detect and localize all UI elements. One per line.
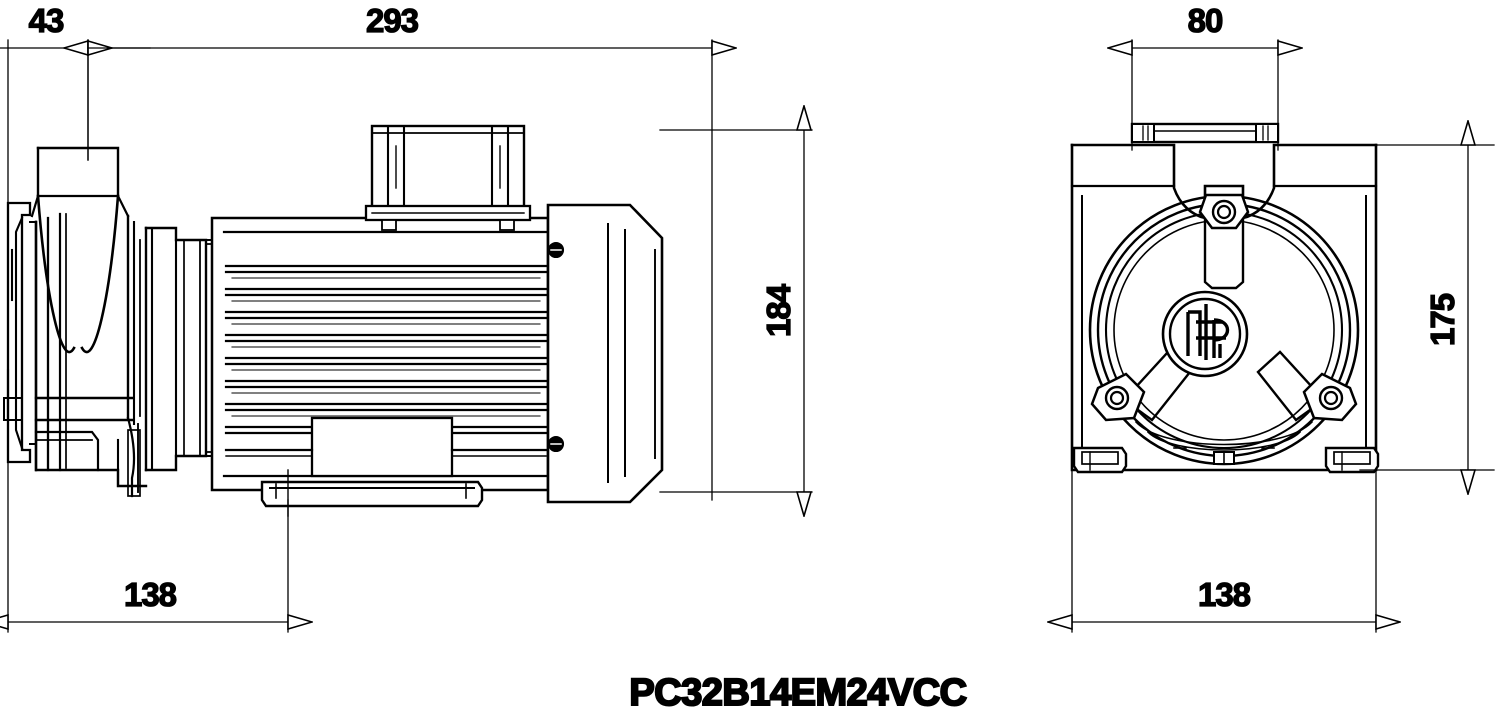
dim-138-left-label: 138 bbox=[124, 576, 177, 613]
terminal-box-top bbox=[1130, 122, 1280, 144]
front-view bbox=[1070, 122, 1380, 474]
bottom-ribs bbox=[1134, 420, 1314, 465]
dim-80-label: 80 bbox=[1188, 2, 1223, 39]
dim-43-label: 43 bbox=[29, 2, 64, 39]
dim-138-left: 138 bbox=[8, 461, 288, 633]
dimension-layer: 43 293 184 138 80 bbox=[0, 1, 1495, 633]
fin-band bbox=[224, 264, 548, 435]
dim-184-label: 184 bbox=[760, 283, 797, 337]
adapter-bracket bbox=[144, 226, 213, 472]
dim-138-right-label: 138 bbox=[1198, 576, 1251, 613]
terminal-box bbox=[364, 124, 532, 231]
dim-293-label: 293 bbox=[366, 2, 419, 39]
fan-cover bbox=[546, 203, 664, 504]
dim-80: 80 bbox=[1132, 1, 1278, 151]
dim-138-right: 138 bbox=[1072, 469, 1376, 633]
manufacturer-logo bbox=[1161, 290, 1249, 378]
part-number-label: PC32B14EM24VCC bbox=[629, 672, 966, 714]
pump-body-outline bbox=[1070, 143, 1378, 472]
mounting-foot-left bbox=[1072, 446, 1128, 474]
pump-volute-housing bbox=[30, 146, 148, 498]
dim-175-label: 175 bbox=[1424, 293, 1461, 346]
mounting-foot-right bbox=[1324, 446, 1380, 474]
mounting-foot-side bbox=[260, 480, 484, 508]
suction-flange bbox=[3, 201, 37, 464]
motor-cooling-fins bbox=[205, 216, 550, 492]
dim-175: 175 bbox=[1359, 145, 1495, 470]
bolt-boss-left bbox=[1090, 372, 1146, 422]
side-view bbox=[3, 124, 664, 517]
bolt-boss-top bbox=[1198, 193, 1250, 230]
dim-184: 184 bbox=[659, 130, 813, 492]
dim-43: 43 bbox=[0, 1, 151, 209]
dim-293: 293 bbox=[87, 1, 712, 501]
bolt-boss-right bbox=[1302, 372, 1358, 422]
fin-highlight bbox=[231, 277, 541, 417]
